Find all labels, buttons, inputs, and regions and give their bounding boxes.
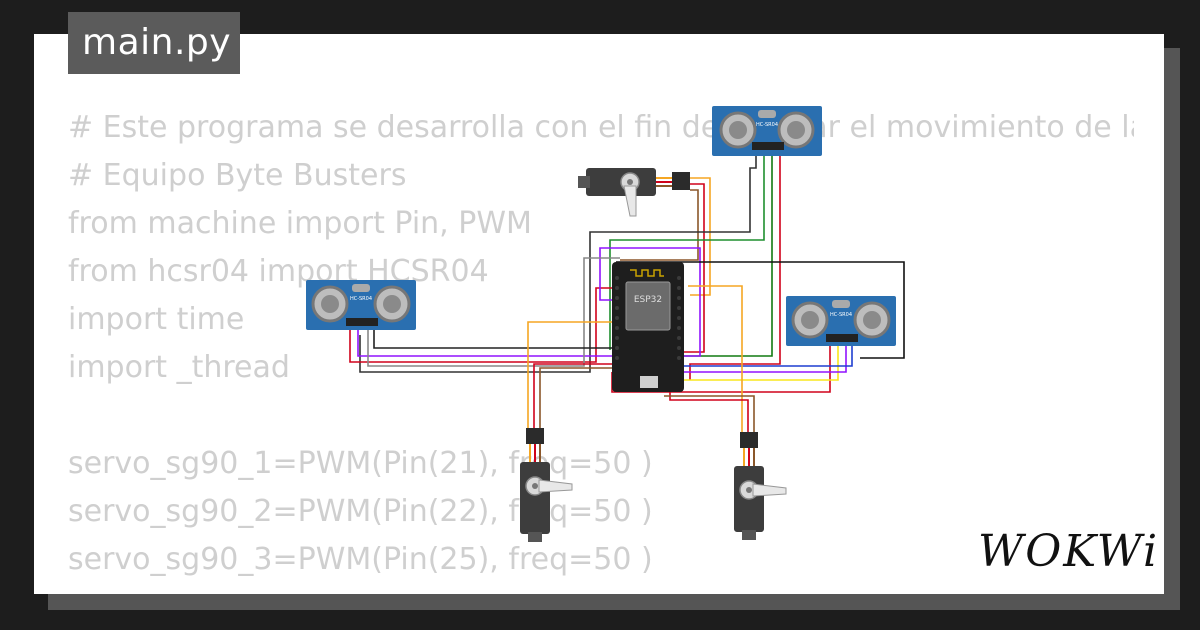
code-editor: # Este programa se desarrolla con el fin… xyxy=(68,104,1134,594)
wire-sensor-top-black xyxy=(359,152,757,373)
code-line: servo_sg90_2=PWM(Pin(22), freq=50 ) xyxy=(68,494,653,529)
preview-canvas: # Este programa se desarrolla con el fin… xyxy=(34,34,1164,594)
wire-servo-left-brown xyxy=(539,367,612,432)
wire-servo-top-red xyxy=(680,183,705,353)
wire-sensor-top-green xyxy=(609,152,765,350)
servo-bottom-left[interactable] xyxy=(520,428,573,542)
code-line: # Equipo Byte Busters xyxy=(68,158,407,193)
ultrasonic-sensor-left[interactable]: HC-SR04 xyxy=(306,280,416,330)
wire-sensor-left-red xyxy=(349,287,616,363)
wire-sensor-top-darkgreen xyxy=(684,152,773,357)
code-line: medidor_a=HCSR04(trigger_pin=4, echo_pin… xyxy=(68,584,1134,594)
code-line: import _thread xyxy=(68,350,290,385)
esp32-pins xyxy=(615,276,681,360)
wire-servo-left-orange xyxy=(527,321,612,432)
sensor-label: HC-SR04 xyxy=(830,312,852,318)
wokwi-logo: WOKWi xyxy=(978,526,1160,577)
code-line: # Este programa se desarrolla con el fin… xyxy=(68,110,1134,145)
code-line: from hcsr04 import HCSR04 xyxy=(68,254,489,289)
code-line: from machine import Pin, PWM xyxy=(68,206,532,241)
ultrasonic-sensor-right[interactable]: HC-SR04 xyxy=(786,296,896,346)
file-tab[interactable]: main.py xyxy=(68,12,240,74)
wire-servo-left-red xyxy=(533,363,620,432)
wire-sensor-left-purple xyxy=(357,247,701,357)
wire-servo-right-brown xyxy=(664,395,755,432)
wire-sensor-right-purple xyxy=(684,344,847,373)
code-line: servo_sg90_3=PWM(Pin(25), freq=50 ) xyxy=(68,542,653,577)
servo-top[interactable] xyxy=(578,168,690,217)
code-line: servo_sg90_1=PWM(Pin(21), freq=50 ) xyxy=(68,446,653,481)
code-line: import time xyxy=(68,302,245,337)
wire-servo-top-brown xyxy=(620,189,699,261)
wire-servo-right-orange xyxy=(688,285,743,432)
wire-ground-loop xyxy=(616,261,905,359)
sensor-label: HC-SR04 xyxy=(756,122,778,128)
wire-sensor-right-yellow xyxy=(680,344,839,381)
wire-sensor-left-gray xyxy=(367,257,620,367)
ultrasonic-sensor-top[interactable]: HC-SR04 xyxy=(712,106,822,156)
esp32-label: ESP32 xyxy=(634,295,662,305)
wire-sensor-left-black xyxy=(373,330,612,349)
sensor-label: HC-SR04 xyxy=(350,296,372,302)
esp32-board[interactable]: ESP32 xyxy=(612,262,684,392)
servo-bottom-right[interactable] xyxy=(734,432,787,540)
wire-sensor-right-blue xyxy=(680,344,853,367)
